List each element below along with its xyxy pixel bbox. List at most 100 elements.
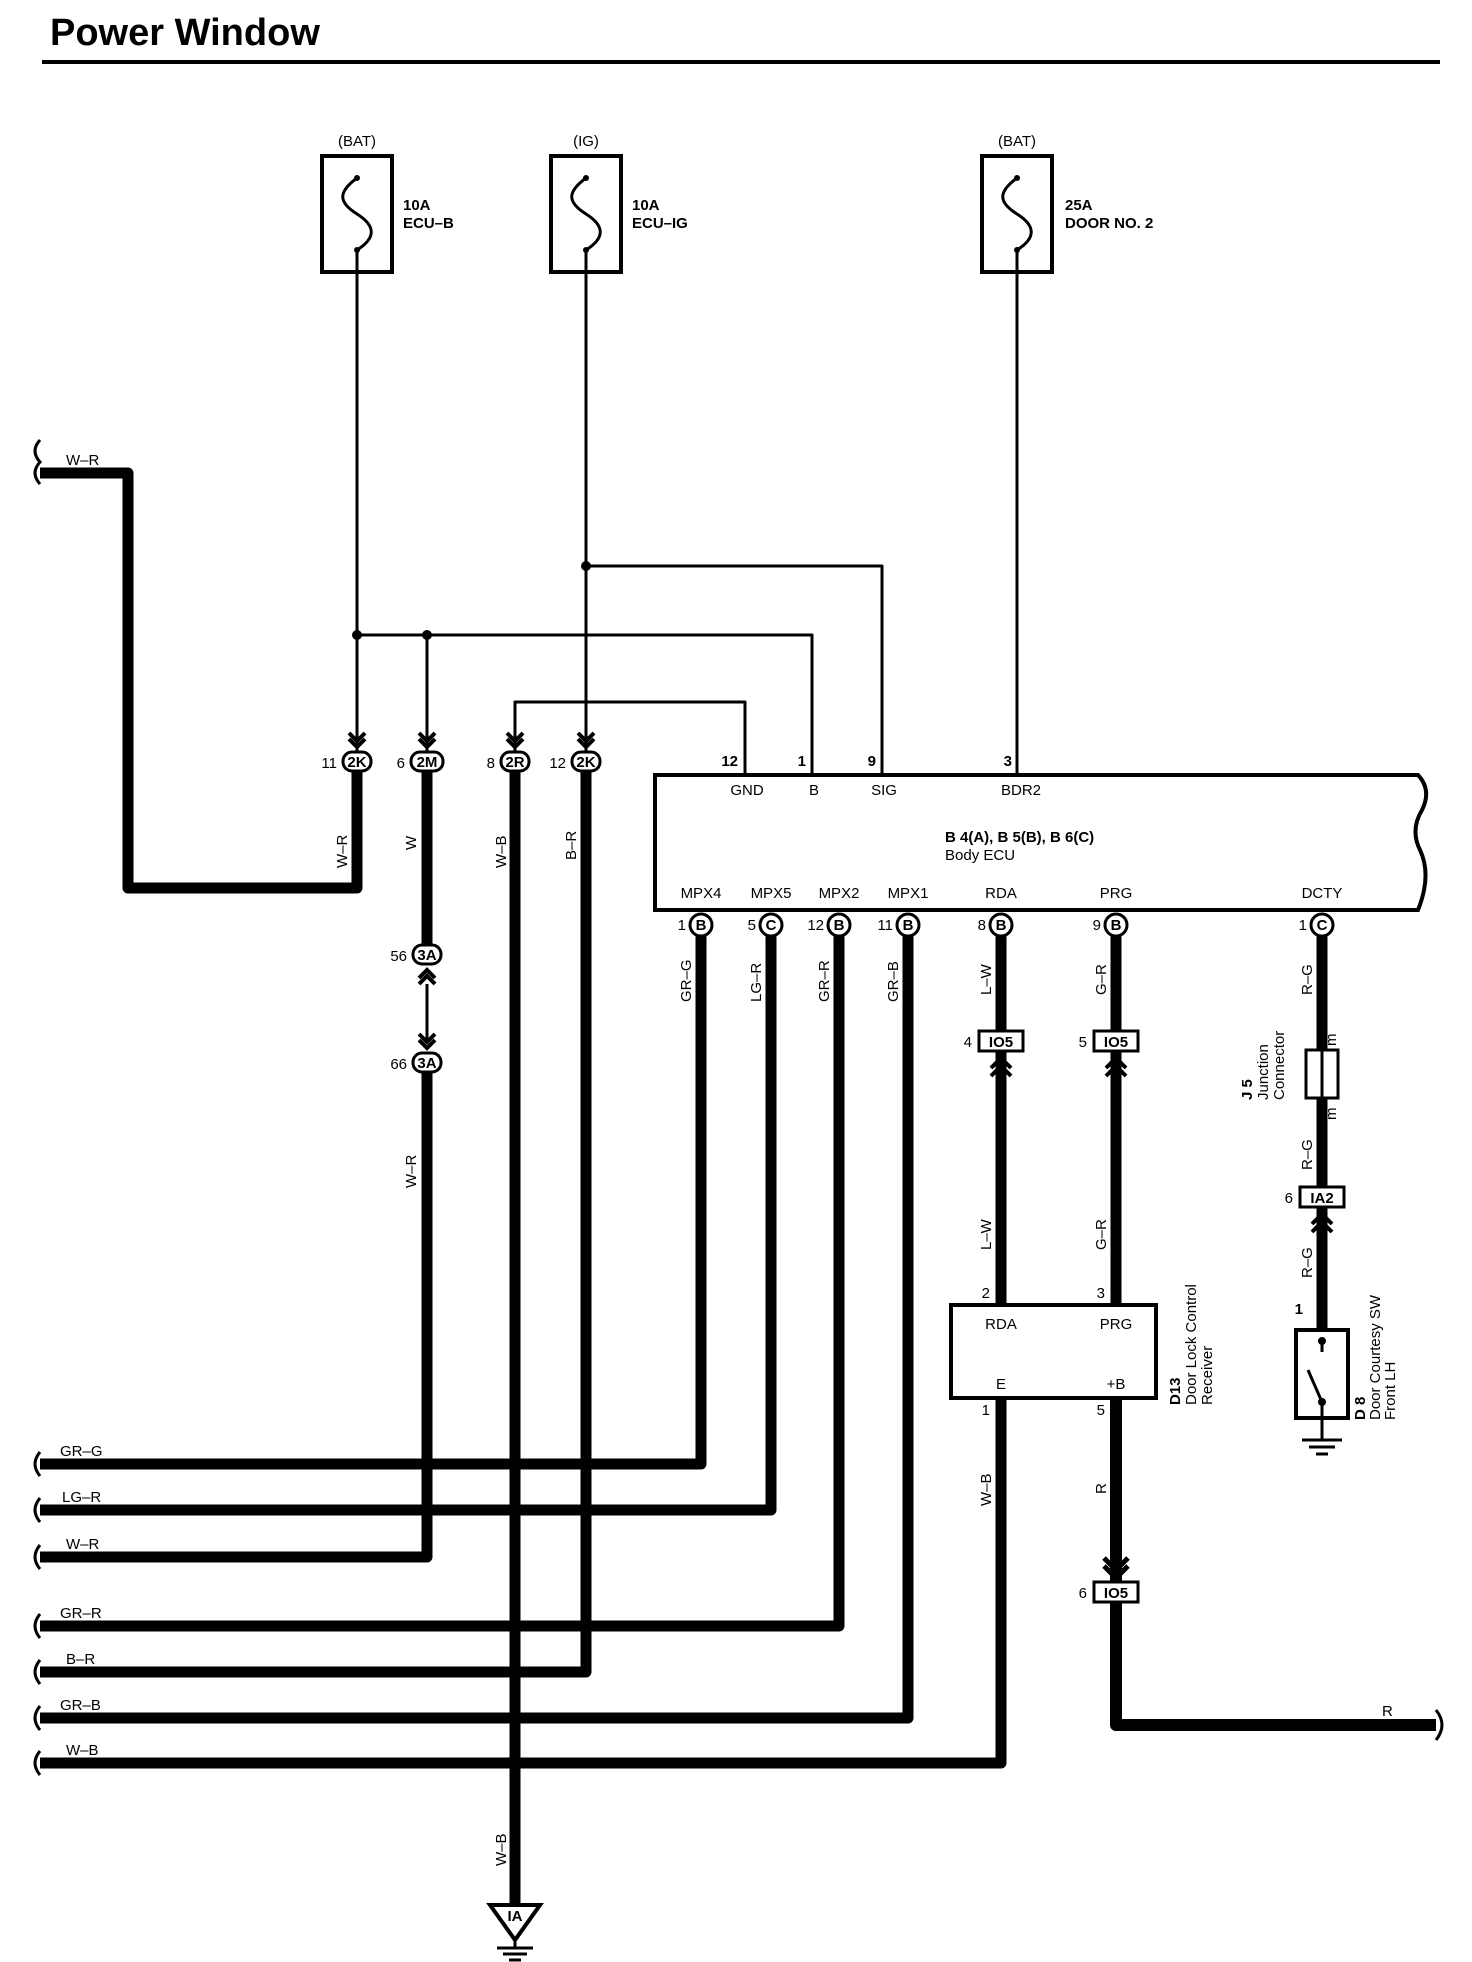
junction-3a-66: 3A 66	[390, 1032, 443, 1074]
ecu-pin-num: 9	[868, 753, 876, 770]
junction-pin: 6	[397, 755, 405, 772]
ecu-pin-label: DCTY	[1302, 885, 1343, 902]
svg-text:3A: 3A	[417, 947, 436, 964]
ecu-pin-label: GND	[730, 782, 764, 799]
svg-text:8: 8	[978, 917, 986, 934]
svg-text:GR–R: GR–R	[816, 960, 833, 1002]
junction-2k-11: 2K 11	[321, 731, 373, 773]
svg-text:5: 5	[1097, 1402, 1105, 1419]
svg-text:IO5: IO5	[1104, 1585, 1128, 1602]
svg-text:GR–B: GR–B	[60, 1697, 101, 1714]
svg-text:Receiver: Receiver	[1199, 1346, 1216, 1405]
svg-text:3: 3	[1097, 1285, 1105, 1302]
svg-text:12: 12	[807, 917, 824, 934]
fuse-icon	[1001, 176, 1033, 252]
svg-text:G–R: G–R	[1093, 1219, 1110, 1250]
ecu-pin-label: PRG	[1100, 885, 1133, 902]
fuse-rating: 25A	[1065, 197, 1093, 214]
ecu-pin-label: MPX1	[888, 885, 929, 902]
fuse-ecu-b: (BAT) 10A ECU–B	[320, 133, 454, 274]
page-title: Power Window	[50, 12, 320, 54]
junction-code: 2R	[505, 754, 524, 771]
left-wire-labels: W–R GR–G LG–R W–R GR–R B–R GR–B W–B R	[60, 452, 1393, 1759]
connector-io5-4: IO5 4	[964, 1029, 1025, 1078]
ground-ia: IA	[486, 1903, 544, 1962]
svg-text:D 8: D 8	[1352, 1397, 1369, 1420]
svg-text:B: B	[696, 917, 707, 934]
svg-text:IO5: IO5	[989, 1034, 1013, 1051]
ecu-pin-label: MPX5	[751, 885, 792, 902]
ecu-pin-num: 12	[721, 753, 738, 770]
svg-text:Connector: Connector	[1271, 1031, 1288, 1100]
svg-text:6: 6	[1079, 1585, 1087, 1602]
fuse-name: ECU–IG	[632, 215, 688, 232]
junction-code: 2M	[417, 754, 438, 771]
svg-text:6: 6	[1285, 1190, 1293, 1207]
svg-text:m: m	[1323, 1034, 1340, 1047]
svg-text:Front LH: Front LH	[1382, 1362, 1399, 1420]
courtesy-switch-name: Door Courtesy SW	[1367, 1294, 1384, 1420]
junction-3a-56: 3A 56	[390, 943, 443, 1040]
svg-text:+B: +B	[1107, 1376, 1126, 1393]
svg-text:B–R: B–R	[563, 831, 580, 860]
svg-text:RDA: RDA	[985, 1316, 1017, 1333]
svg-text:B: B	[903, 917, 914, 934]
svg-text:R–G: R–G	[1299, 964, 1316, 995]
svg-text:B–R: B–R	[66, 1651, 95, 1668]
svg-text:W: W	[403, 835, 420, 850]
body-ecu: B 4(A), B 5(B), B 6(C) Body ECU 12 GND 1…	[653, 753, 1429, 912]
svg-text:J 5: J 5	[1239, 1079, 1256, 1100]
svg-text:B: B	[1111, 917, 1122, 934]
fuse-source: (IG)	[573, 133, 599, 150]
junction-connector-name: Junction	[1255, 1044, 1272, 1100]
door-courtesy-switch: 1 D 8 Door Courtesy SW Front LH	[1294, 1294, 1399, 1456]
junction-2m-6: 2M 6	[397, 731, 445, 773]
svg-text:G–R: G–R	[1093, 964, 1110, 995]
junction-pin: 12	[549, 755, 566, 772]
svg-text:B: B	[834, 917, 845, 934]
harness-wires	[40, 467, 1436, 1905]
ecu-pin-label: MPX2	[819, 885, 860, 902]
svg-text:L–W: L–W	[978, 963, 995, 995]
svg-text:66: 66	[390, 1056, 407, 1073]
switch-icon	[1306, 1369, 1324, 1403]
svg-text:m: m	[1323, 1108, 1340, 1121]
ecu-name: B 4(A), B 5(B), B 6(C)	[945, 829, 1094, 846]
svg-text:W–B: W–B	[978, 1473, 995, 1506]
fuse-source: (BAT)	[338, 133, 376, 150]
svg-text:9: 9	[1093, 917, 1101, 934]
svg-text:W–B: W–B	[66, 1742, 99, 1759]
svg-text:D13: D13	[1167, 1377, 1184, 1405]
fuse-source: (BAT)	[998, 133, 1036, 150]
svg-text:IO5: IO5	[1104, 1034, 1128, 1051]
junction-2r-8: 2R 8	[487, 731, 531, 773]
fuse-door-no2: (BAT) 25A DOOR NO. 2	[980, 133, 1153, 274]
svg-text:IA: IA	[508, 1908, 523, 1925]
svg-text:5: 5	[748, 917, 756, 934]
connector-ia2: IA2 6	[1285, 1185, 1346, 1234]
fuse-rating: 10A	[403, 197, 431, 214]
svg-text:GR–B: GR–B	[885, 961, 902, 1002]
junction-code: 2K	[347, 754, 366, 771]
svg-text:IA2: IA2	[1310, 1190, 1333, 1207]
receiver-name: Door Lock Control	[1183, 1284, 1200, 1405]
fuse-icon	[570, 176, 602, 252]
ecu-pin-label: BDR2	[1001, 782, 1041, 799]
connector-io5-5: IO5 5	[1079, 1029, 1140, 1078]
connector-io5-6: IO5 6	[1079, 1556, 1140, 1604]
vertical-wire-labels: W–R W W–B B–R W–R GR–G LG–R GR–R GR–B L–…	[334, 831, 1316, 1866]
svg-text:W–B: W–B	[493, 835, 510, 868]
ecu-pin-label: RDA	[985, 885, 1017, 902]
svg-text:1: 1	[982, 1402, 990, 1419]
fuse-ecu-ig: (IG) 10A ECU–IG	[549, 133, 688, 274]
upper-wiring	[352, 250, 1019, 775]
svg-text:11: 11	[877, 917, 893, 934]
right-wire-label: R	[1382, 1703, 1393, 1720]
svg-text:R: R	[1093, 1483, 1110, 1494]
svg-text:GR–R: GR–R	[60, 1605, 102, 1622]
svg-text:GR–G: GR–G	[60, 1443, 103, 1460]
ecu-bottom-connectors: B 1 C 5 B 12 B 11 B 8 B 9 C 1	[678, 912, 1335, 938]
fuse-icon	[341, 176, 373, 252]
svg-text:LG–R: LG–R	[748, 963, 765, 1002]
